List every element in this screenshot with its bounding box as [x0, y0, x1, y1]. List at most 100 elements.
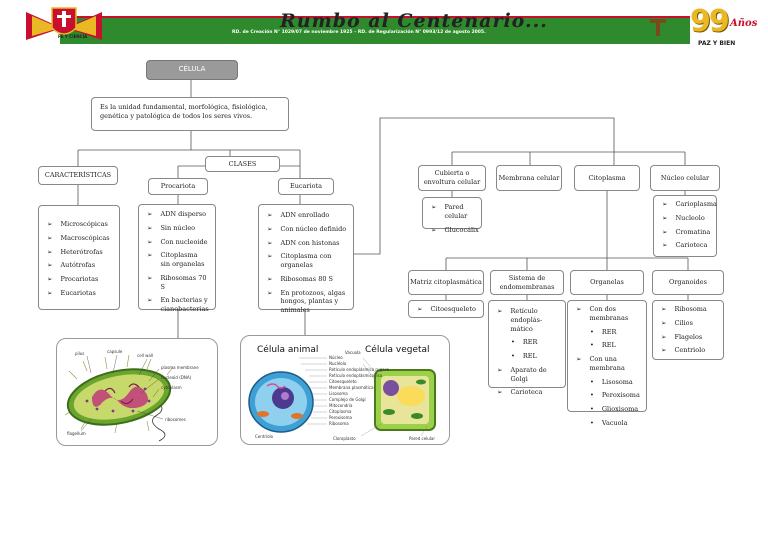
logo-caption: FE Y CIENCIA: [58, 34, 88, 39]
cell-label: Nucléolo: [329, 361, 347, 366]
cell-label: Peroxisoma: [329, 415, 353, 420]
cell-label: Retículo endoplásmico liso: [329, 373, 383, 378]
list-item: ➢Microscópicas: [47, 220, 108, 228]
list-subitem: •Peroxisoma: [590, 391, 640, 400]
cells-illustration: Célula animal Célula vegetal Núcleo Nucl…: [240, 335, 450, 445]
list-item: ➢Eucariotas: [47, 288, 96, 297]
organoides-title: Organoides: [669, 278, 707, 287]
eucariota-header: Eucariota: [278, 178, 334, 195]
endomembranas-header: Sistema de endomembranas: [490, 270, 564, 295]
bacteria-label: plasma membrane: [161, 365, 199, 370]
procariota-header: Procariota: [148, 178, 208, 195]
cubierta-title: Cubierta o envoltura celular: [423, 169, 481, 186]
list-item: ➢Heterótrofas: [47, 247, 103, 256]
list-item: ➢Sin núcleo: [147, 223, 196, 232]
procariota-list: ➢ADN disperso ➢Sin núcleo ➢Con nucleoide…: [138, 204, 216, 313]
list-subitem: •Glioxisoma: [590, 405, 639, 414]
list-subitem: •RER: [511, 338, 538, 347]
characteristics-header: CARACTERÍSTICAS: [38, 166, 118, 185]
eucariota-list: ➢ADN enrollado ➢Con núcleo definido ➢ADN…: [258, 204, 354, 314]
nucleo-list: ➢Carioplasma ➢Nucleolo ➢Cromatina ➢Cario…: [653, 195, 717, 257]
anniversary-number: 99: [690, 4, 730, 39]
list-item: ➢Retículo endoplás-mático: [497, 307, 543, 333]
bacteria-label: capsule: [107, 349, 123, 354]
endomembranas-title: Sistema de endomembranas: [499, 273, 555, 291]
banner-subtitle: RD. de Creación N° 1029/07 de noviembre …: [232, 30, 486, 35]
bacteria-drawing: pilus capsule cell wall plasma membrane …: [64, 349, 199, 442]
bacteria-label: cytoplasm: [161, 385, 182, 390]
cell-label: Retículo endoplásmico rugoso: [329, 367, 390, 372]
matriz-header: Matriz citoplasmática: [408, 270, 484, 295]
list-item: ➢Centriolo: [661, 346, 706, 355]
organelas-header: Organelas: [570, 270, 644, 295]
list-item: ➢Con una membrana: [576, 355, 625, 372]
cell-label: Núcleo: [329, 355, 343, 360]
list-item: ➢ADN disperso: [147, 210, 207, 218]
list-item: ➢Ribosomas 70 S: [147, 273, 207, 291]
root-node: CÉLULA: [146, 60, 238, 80]
citoplasma-node: Citoplasma: [574, 165, 640, 191]
bacteria-label: flagellum: [67, 431, 86, 436]
bacteria-label: cell wall: [137, 353, 153, 358]
organelas-title: Organelas: [590, 278, 624, 287]
bacteria-illustration: pilus capsule cell wall plasma membrane …: [56, 338, 218, 446]
endomembranas-list: ➢Retículo endoplás-mático •RER •REL ➢Apa…: [488, 300, 566, 396]
cell-label: Pared celular: [409, 436, 435, 441]
school-logo: [26, 7, 102, 40]
list-item: ➢Con dos membranas: [576, 305, 629, 322]
list-item: ➢Con núcleo definido: [267, 224, 347, 233]
list-item: ➢Ribosoma: [661, 305, 707, 313]
cell-label: Mitocondria: [329, 403, 353, 408]
nucleo-title: Núcleo celular: [660, 173, 710, 182]
list-item: ➢Glucocálix: [431, 225, 479, 234]
list-subitem: •RER: [590, 327, 617, 336]
list-item: ➢Ribosomas 80 S: [267, 274, 333, 283]
list-item: ➢Nucleolo: [662, 213, 705, 222]
cubierta-header: Cubierta o envoltura celular: [418, 165, 486, 191]
cells-drawing: Célula animal Célula vegetal Núcleo Nucl…: [248, 344, 436, 441]
list-item: ➢Carioteca: [497, 388, 543, 397]
list-item: ➢ADN enrollado: [267, 211, 330, 219]
plant-cell-title: Célula vegetal: [365, 344, 430, 355]
cell-label: Ribosoma: [329, 421, 349, 426]
anniversary-badge: 99 Años PAZ Y BIEN: [690, 4, 758, 47]
procariota-title: Procariota: [160, 182, 196, 191]
banner-bar: [60, 16, 690, 44]
list-item: ➢Con nucleoide: [147, 237, 208, 246]
definition-box: Es la unidad fundamental, morfológica, f…: [91, 97, 289, 131]
organoides-list: ➢Ribosoma ➢Cilios ➢Flagelos ➢Centriolo: [652, 300, 724, 360]
anniversary-word: Años: [730, 18, 758, 29]
bacteria-label: pilus: [75, 351, 84, 356]
tau-cross-icon: [650, 19, 666, 36]
list-subitem: •REL: [511, 352, 537, 361]
list-item: ➢En bacterias y cianobacterias: [147, 296, 209, 314]
cell-label: Citoesqueleto: [329, 379, 357, 384]
cell-label: Citoplasma: [329, 409, 352, 414]
list-item: ➢Carioplasma: [662, 200, 717, 208]
banner-title: Rumbo al Centenario...: [280, 10, 548, 32]
animal-cell-title: Célula animal: [257, 344, 318, 355]
organoides-header: Organoides: [652, 270, 724, 295]
characteristics-title: CARACTERÍSTICAS: [44, 171, 112, 180]
list-item: ➢Cilios: [661, 318, 693, 327]
list-item: ➢Autótrofas: [47, 261, 96, 270]
list-subitem: •REL: [590, 341, 616, 350]
definition-text: Es la unidad fundamental, morfológica, f…: [100, 103, 268, 120]
list-item: ➢Macroscópicas: [47, 233, 110, 242]
list-item: ➢Pared celular: [431, 203, 468, 220]
list-item: ➢Citoplasma sin organelas: [147, 251, 205, 269]
classes-node: CLASES: [205, 156, 280, 172]
list-item: ➢Flagelos: [661, 332, 703, 341]
membrana-title: Membrana celular: [498, 173, 560, 182]
list-item: ➢Cromatina: [662, 227, 711, 236]
list-subitem: •Vacuola: [590, 418, 628, 427]
root-label: CÉLULA: [178, 65, 206, 74]
citoplasma-title: Citoplasma: [588, 173, 626, 182]
motto: PAZ Y BIEN: [698, 40, 736, 47]
cubierta-list: ➢Pared celular ➢Glucocálix: [422, 197, 482, 234]
list-item: ➢Citoplasma con organelas: [267, 252, 332, 270]
cell-label: Cloroplasto: [333, 436, 356, 441]
eucariota-title: Eucariota: [289, 182, 323, 191]
list-subitem: •Lisosoma: [590, 377, 633, 386]
cell-label: Lisosoma: [329, 391, 348, 396]
